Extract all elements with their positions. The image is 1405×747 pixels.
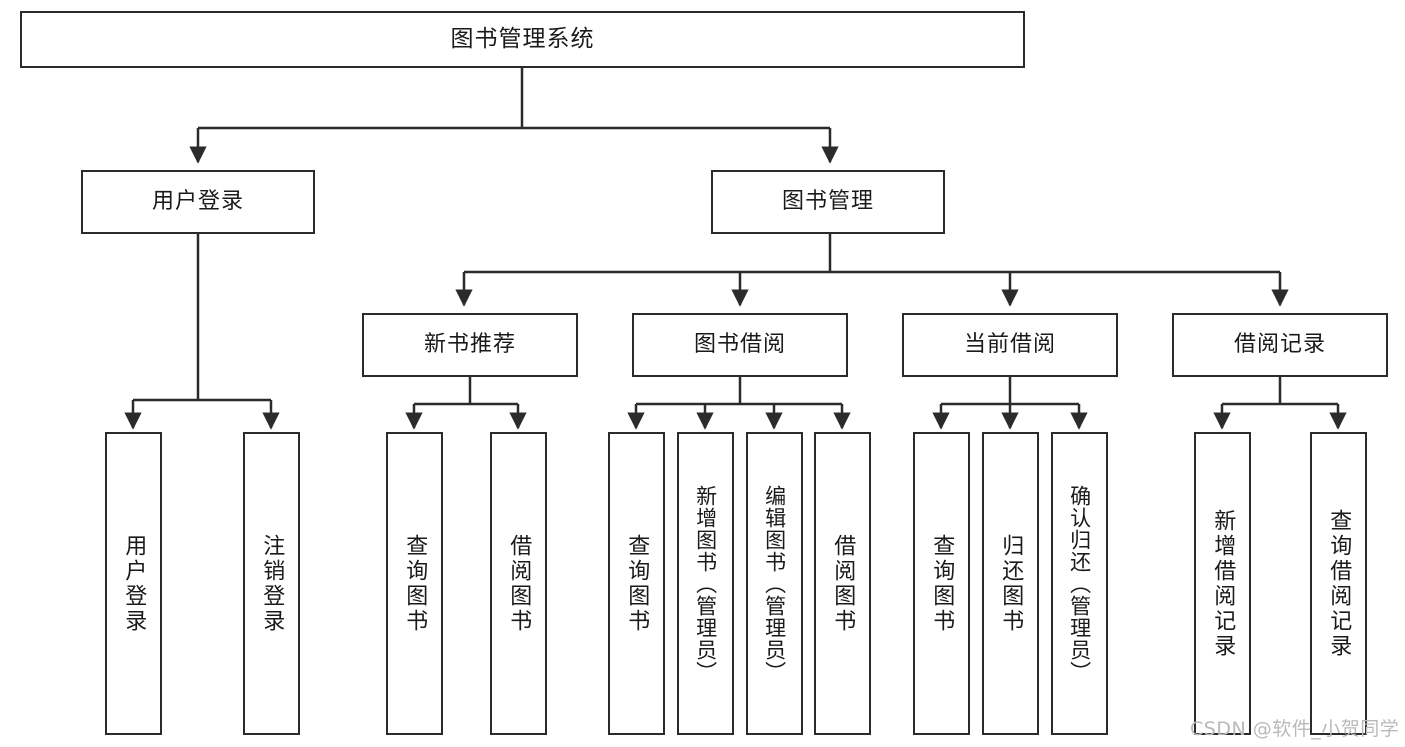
leaf-label: 查询图书 [402,533,428,634]
node-book-management-label: 图书管理 [781,188,874,214]
leaf-label: 查询图书 [624,533,650,634]
node-borrow-record-label: 借阅记录 [1233,331,1326,357]
leaf-label: 编辑图书（管理员） [762,484,787,683]
node-user-login[interactable]: 用户登录 [81,170,315,234]
leaf-record-query-record[interactable]: 查询借阅记录 [1310,432,1367,735]
leaf-current-confirm-return-admin[interactable]: 确认归还（管理员） [1051,432,1108,735]
node-root[interactable]: 图书管理系统 [20,11,1025,68]
leaf-label: 归还图书 [998,533,1024,634]
leaf-label: 用户登录 [121,533,147,634]
leaf-recommend-query-book[interactable]: 查询图书 [386,432,443,735]
node-root-label: 图书管理系统 [450,25,595,52]
leaf-label: 查询图书 [929,533,955,634]
leaf-user-login-logout[interactable]: 注销登录 [243,432,300,735]
leaf-borrow-borrow-book[interactable]: 借阅图书 [814,432,871,735]
leaf-label: 确认归还（管理员） [1067,484,1092,683]
node-user-login-label: 用户登录 [151,188,244,214]
leaf-label: 新增图书（管理员） [693,484,718,683]
leaf-borrow-query-book[interactable]: 查询图书 [608,432,665,735]
node-book-borrow[interactable]: 图书借阅 [632,313,848,377]
leaf-current-return-book[interactable]: 归还图书 [982,432,1039,735]
node-borrow-record[interactable]: 借阅记录 [1172,313,1388,377]
node-book-management[interactable]: 图书管理 [711,170,945,234]
leaf-borrow-add-book-admin[interactable]: 新增图书（管理员） [677,432,734,735]
leaf-label: 查询借阅记录 [1326,508,1352,659]
leaf-user-login-login[interactable]: 用户登录 [105,432,162,735]
node-current-borrow-label: 当前借阅 [963,331,1056,357]
leaf-label: 新增借阅记录 [1210,508,1236,659]
node-new-book-recommend[interactable]: 新书推荐 [362,313,578,377]
leaf-label: 借阅图书 [830,533,856,634]
node-book-borrow-label: 图书借阅 [693,331,786,357]
leaf-current-query-book[interactable]: 查询图书 [913,432,970,735]
leaf-label: 借阅图书 [506,533,532,634]
csdn-watermark: CSDN @软件_小贺同学 [1190,718,1400,740]
leaf-borrow-edit-book-admin[interactable]: 编辑图书（管理员） [746,432,803,735]
leaf-label: 注销登录 [259,533,285,634]
leaf-record-add-record[interactable]: 新增借阅记录 [1194,432,1251,735]
leaf-recommend-borrow-book[interactable]: 借阅图书 [490,432,547,735]
node-current-borrow[interactable]: 当前借阅 [902,313,1118,377]
node-new-book-recommend-label: 新书推荐 [423,331,516,357]
